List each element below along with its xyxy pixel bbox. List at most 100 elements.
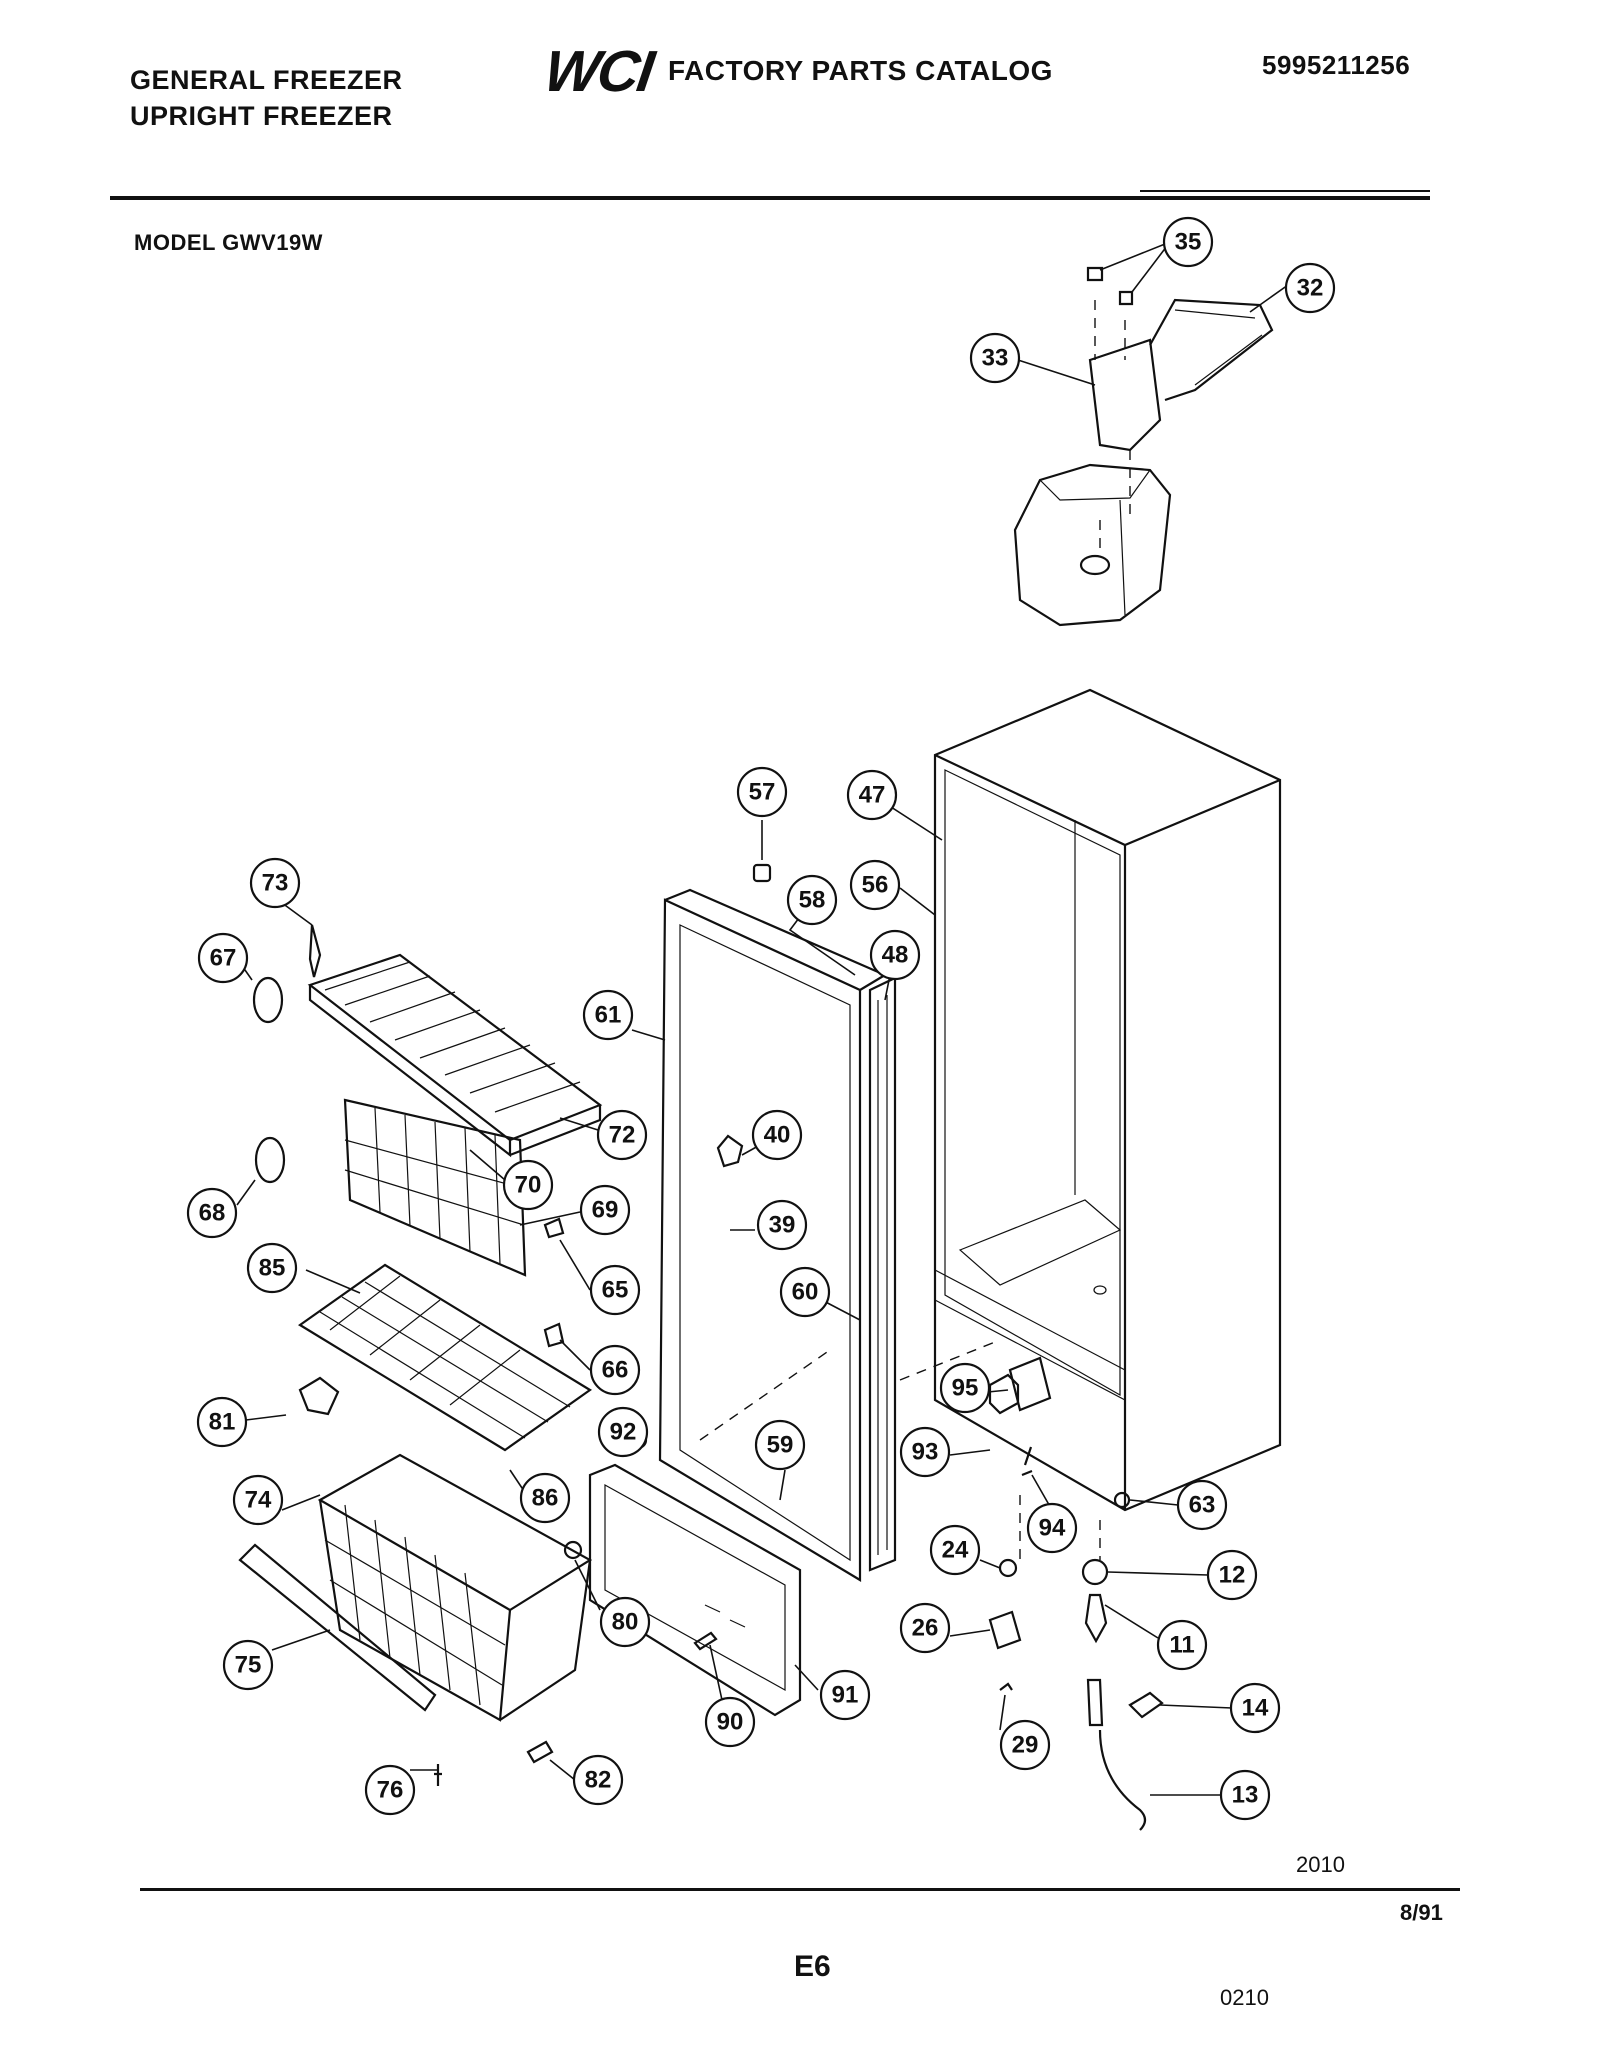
svg-text:32: 32 [1297,275,1324,302]
callout-39: 39 [756,1199,808,1251]
svg-text:85: 85 [259,1255,286,1282]
callout-24: 24 [929,1524,981,1576]
svg-text:56: 56 [862,872,889,899]
callout-74: 74 [232,1474,284,1526]
callout-67: 67 [197,932,249,984]
callout-59: 59 [754,1419,806,1471]
page-id: E6 [794,1950,831,1983]
callout-82: 82 [572,1754,624,1806]
callout-11: 11 [1156,1619,1208,1671]
svg-text:76: 76 [377,1777,404,1804]
svg-text:67: 67 [210,945,237,972]
callout-63: 63 [1176,1479,1228,1531]
product-line-2: UPRIGHT FREEZER [130,101,393,131]
svg-text:94: 94 [1039,1515,1066,1542]
svg-text:70: 70 [515,1172,542,1199]
svg-text:90: 90 [717,1709,744,1736]
callout-95: 95 [939,1362,991,1414]
header-rule-top [1140,190,1430,192]
wire-shelf [297,1263,593,1452]
svg-text:58: 58 [799,887,826,914]
svg-text:13: 13 [1232,1782,1259,1809]
callout-60: 60 [779,1266,831,1318]
callout-86: 86 [519,1472,571,1524]
callout-90: 90 [704,1696,756,1748]
callout-13: 13 [1219,1769,1271,1821]
svg-text:69: 69 [592,1197,619,1224]
svg-text:92: 92 [610,1419,637,1446]
svg-text:48: 48 [882,942,909,969]
callout-80: 80 [599,1596,651,1648]
callout-94: 94 [1026,1502,1078,1554]
catalog-title: FACTORY PARTS CATALOG [668,55,1053,86]
callout-48: 48 [869,929,921,981]
callout-81: 81 [196,1396,248,1448]
svg-text:66: 66 [602,1357,629,1384]
svg-text:81: 81 [209,1409,236,1436]
callout-58: 58 [786,874,838,926]
leader-lines [236,241,1289,1796]
callout-93: 93 [899,1426,951,1478]
svg-text:57: 57 [749,779,776,806]
compressor-bracket [1086,266,1274,452]
callout-26: 26 [899,1602,951,1654]
callout-56: 56 [849,859,901,911]
svg-text:65: 65 [602,1277,629,1304]
callout-32: 32 [1284,262,1336,314]
callout-75: 75 [222,1639,274,1691]
svg-text:75: 75 [235,1652,262,1679]
model-number: MODEL GWV19W [134,230,323,255]
svg-text:14: 14 [1242,1695,1269,1722]
callout-92: 92 [597,1406,649,1458]
svg-text:93: 93 [912,1439,939,1466]
svg-text:24: 24 [942,1537,969,1564]
svg-text:60: 60 [792,1279,819,1306]
callout-47: 47 [846,769,898,821]
svg-text:35: 35 [1175,229,1202,256]
svg-text:91: 91 [832,1682,859,1709]
callout-69: 69 [579,1184,631,1236]
svg-text:40: 40 [764,1122,791,1149]
svg-text:29: 29 [1012,1732,1039,1759]
callout-73: 73 [249,857,301,909]
svg-text:82: 82 [585,1767,612,1794]
svg-text:68: 68 [199,1200,226,1227]
catalog-code: 0210 [1220,1985,1269,2010]
svg-text:80: 80 [612,1609,639,1636]
callout-35: 35 [1162,216,1214,268]
door-frame [658,888,1001,1582]
callout-66: 66 [589,1344,641,1396]
callout-65: 65 [589,1264,641,1316]
svg-text:26: 26 [912,1615,939,1642]
svg-text:12: 12 [1219,1562,1246,1589]
svg-text:39: 39 [769,1212,796,1239]
callout-12: 12 [1206,1549,1258,1601]
wire-panel [343,1098,527,1277]
callout-61: 61 [582,989,634,1041]
callout-57: 57 [736,766,788,818]
callout-70: 70 [502,1159,554,1211]
compressor-body [1013,450,1172,627]
revision-date: 8/91 [1400,1900,1443,1925]
svg-text:74: 74 [245,1487,272,1514]
callout-85: 85 [246,1242,298,1294]
callout-33: 33 [969,332,1021,384]
svg-text:59: 59 [767,1432,794,1459]
callout-68: 68 [186,1187,238,1239]
footer-rule [140,1888,1460,1891]
product-line-1: GENERAL FREEZER [130,65,403,95]
catalog-number: 5995211256 [1262,50,1411,80]
svg-text:63: 63 [1189,1492,1216,1519]
svg-text:95: 95 [952,1375,979,1402]
svg-text:72: 72 [609,1122,636,1149]
svg-text:61: 61 [595,1002,622,1029]
door-bin-rail [588,1463,802,1717]
hardware-items [252,863,1164,1831]
callout-40: 40 [751,1109,803,1161]
top-shelf [307,953,603,1158]
cabinet [933,688,1282,1512]
callout-72: 72 [596,1109,648,1161]
basket-front-trim [238,1543,437,1712]
header-rule [110,196,1430,200]
